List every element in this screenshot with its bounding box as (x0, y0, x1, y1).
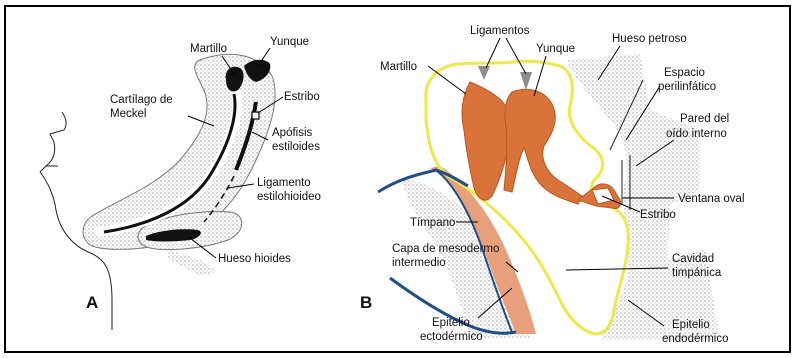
label-ligamentos-b: Ligamentos (470, 25, 530, 37)
label-ligamento-a-2: estilohioideo (257, 191, 321, 203)
label-epi-endo-b-1: Epitelio (672, 319, 710, 331)
label-epi-ecto-b-2: ectodérmico (420, 331, 483, 343)
label-cartilago-a-2: Meckel (110, 108, 146, 120)
label-pared-b-2: oído interno (666, 128, 727, 140)
label-hioides-a: Hueso hioides (218, 253, 291, 265)
panel-a-letter: A (86, 293, 98, 312)
label-espacio-b-2: perilinfático (658, 81, 716, 93)
label-apofisis-a-1: Apófisis (272, 127, 313, 139)
label-pared-b-1: Pared del (680, 113, 729, 125)
label-capa-b-1: Capa de mesodermo (392, 243, 499, 255)
label-yunque-a: Yunque (270, 36, 309, 48)
label-espacio-b-1: Espacio (664, 67, 705, 79)
label-cavidad-b-2: timpánica (672, 267, 722, 279)
label-martillo-a: Martillo (190, 43, 227, 55)
label-estribo-b: Estribo (640, 209, 676, 221)
label-cartilago-a-1: Cartílago de (110, 94, 173, 106)
label-epi-ecto-b-1: Epitelio (432, 317, 470, 329)
label-estribo-a: Estribo (284, 91, 320, 103)
label-yunque-b: Yunque (536, 43, 575, 55)
label-cavidad-b-1: Cavidad (672, 253, 714, 265)
label-apofisis-a-2: estiloides (272, 141, 320, 153)
label-capa-b-2: intermedio (392, 257, 446, 269)
label-epi-endo-b-2: endodérmico (662, 333, 728, 345)
stapes-bone (252, 112, 259, 119)
label-timpano-b: Tímpano (410, 217, 455, 229)
label-ventana-b: Ventana oval (678, 193, 745, 205)
label-petroso-b: Hueso petroso (612, 33, 687, 45)
label-ligamento-a-1: Ligamento (257, 177, 311, 189)
panel-b-letter: B (360, 293, 372, 312)
label-martillo-b: Martillo (380, 61, 417, 73)
